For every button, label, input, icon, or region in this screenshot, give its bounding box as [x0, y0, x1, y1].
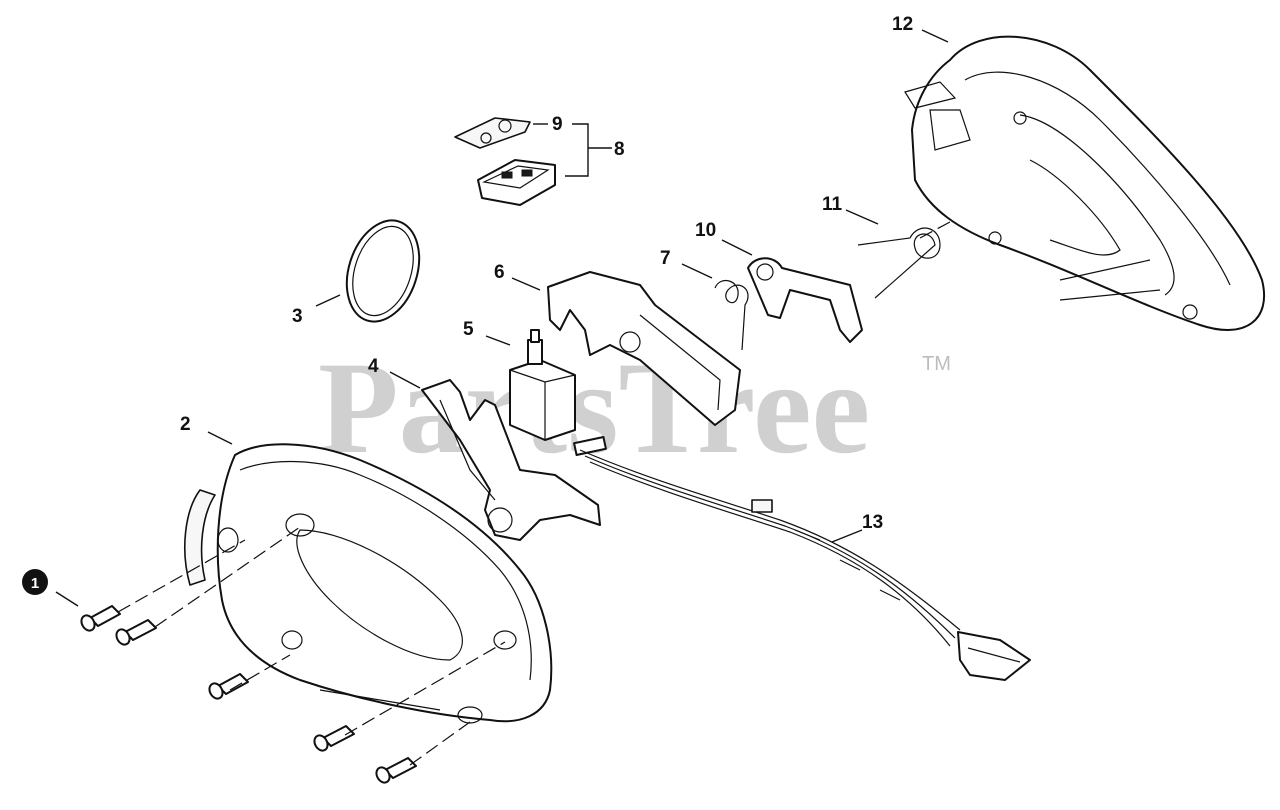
part-6-trigger-lever[interactable] [547, 271, 741, 426]
callout-2: 2 [180, 414, 191, 435]
watermark-trademark: TM [922, 353, 951, 375]
callout-4: 4 [368, 356, 379, 377]
screw-c[interactable] [207, 673, 249, 701]
part-2-housing-left[interactable] [184, 443, 553, 724]
part-4-trigger-frame[interactable] [421, 379, 601, 541]
part-9-label-plate[interactable] [454, 117, 531, 149]
callout-11: 11 [822, 194, 843, 215]
part-12-housing-right[interactable] [904, 35, 1266, 331]
screw-a[interactable] [79, 605, 121, 633]
callout-13: 13 [862, 512, 883, 533]
leader-lines [55, 29, 949, 607]
part-13-wire-harness[interactable] [573, 436, 1031, 681]
callout-12: 12 [892, 14, 913, 35]
alignment-lines [117, 221, 951, 766]
part-3-o-ring[interactable] [335, 211, 432, 331]
part-8-switch-button-assembly[interactable] [477, 159, 556, 206]
callouts: 1 2 3 4 5 6 7 8 9 10 11 12 13 [22, 14, 913, 595]
callout-7: 7 [660, 248, 671, 269]
callout-1: 1 [31, 575, 39, 592]
screw-d[interactable] [312, 725, 355, 753]
part-10-lock-lever[interactable] [747, 257, 863, 343]
callout-9: 9 [552, 114, 563, 135]
callout-5: 5 [463, 319, 474, 340]
part-7-spring-small[interactable] [714, 279, 749, 351]
part-1-screws[interactable] [79, 605, 417, 785]
part-5-switch[interactable] [509, 329, 576, 441]
callout-8: 8 [614, 139, 625, 160]
callout-1-badge: 1 [22, 569, 48, 595]
screw-e[interactable] [374, 757, 417, 785]
part-11-torsion-spring[interactable] [857, 227, 941, 299]
screw-b[interactable] [114, 619, 157, 647]
callout-6: 6 [494, 262, 505, 283]
callout-3: 3 [292, 306, 303, 327]
callout-10: 10 [695, 220, 716, 241]
watermark-brand: PartsTree [318, 334, 870, 481]
